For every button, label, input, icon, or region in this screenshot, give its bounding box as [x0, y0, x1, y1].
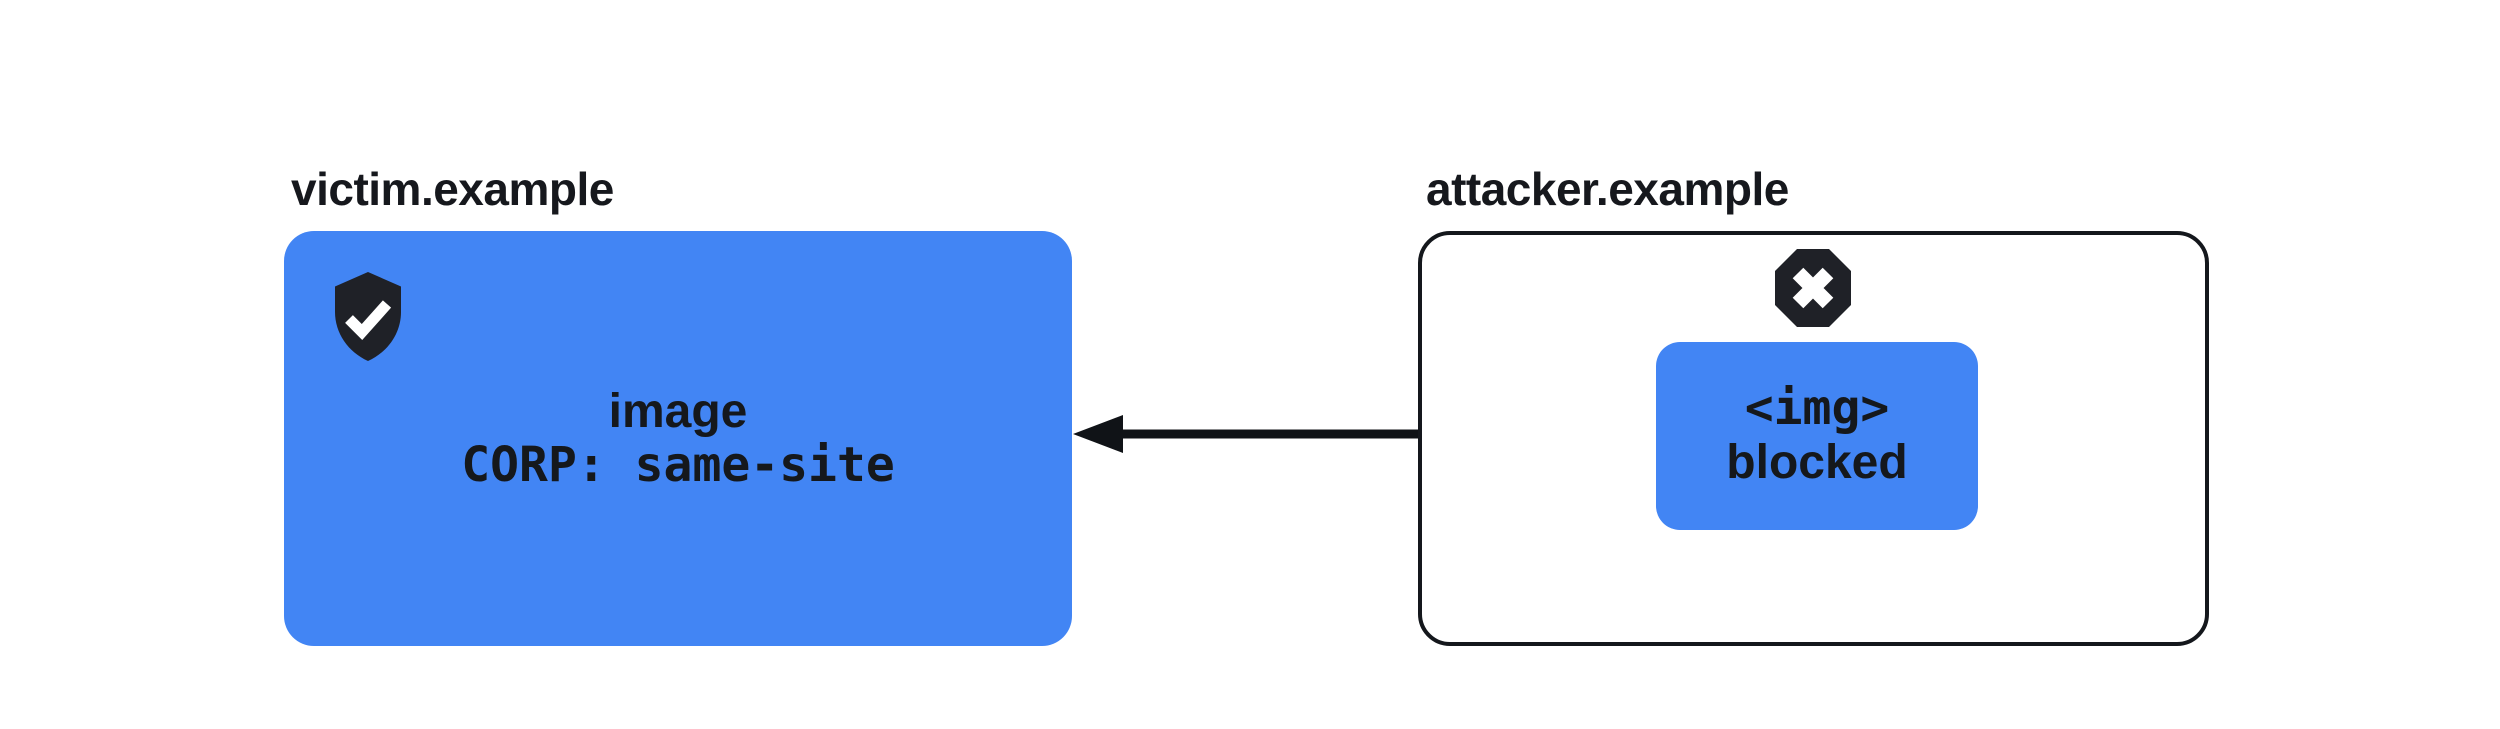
blocked-request-chip: <img> blocked: [1656, 342, 1978, 530]
shield-check-icon: [329, 270, 407, 363]
victim-resource-label: image: [608, 384, 748, 438]
attacker-origin-box: <img> blocked: [1418, 231, 2209, 646]
attacker-domain-label: attacker.example: [1426, 163, 1789, 215]
victim-origin-box: image CORP: same-site: [284, 231, 1072, 646]
img-element-label: <img>: [1744, 380, 1890, 437]
blocked-x-octagon-icon: [1773, 247, 1853, 329]
victim-corp-header-label: CORP: same-site: [461, 436, 895, 493]
victim-domain-label: victim.example: [291, 163, 614, 215]
request-arrow: [1073, 415, 1658, 453]
blocked-status-label: blocked: [1726, 436, 1908, 489]
